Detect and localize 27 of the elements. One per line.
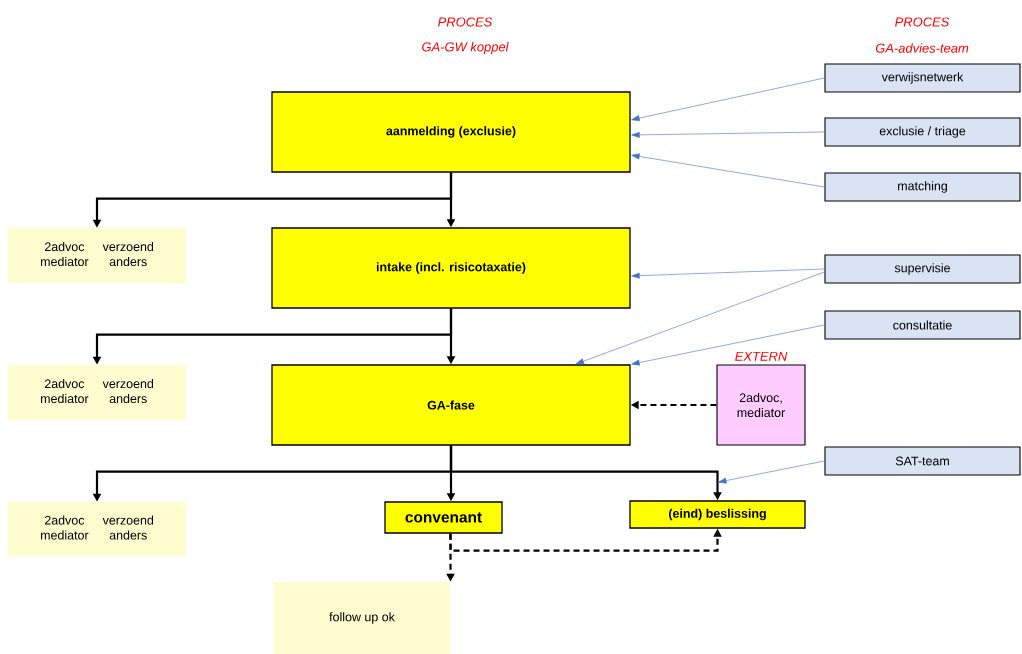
arrow (631, 153, 825, 188)
extern-box: 2advoc, mediator (716, 364, 806, 446)
arrow (631, 324, 825, 366)
process-box: GA-fase (271, 364, 631, 446)
team-box: exclusie / triage (824, 117, 1021, 147)
team-box: consultatie (824, 310, 1021, 340)
arrow (631, 77, 825, 122)
team-box: matching (824, 172, 1021, 202)
option-box: 2advoc verzoend mediator anders (8, 502, 186, 556)
process-box: (eind) beslissing (629, 500, 806, 529)
team-box: supervisie (824, 254, 1021, 284)
option-box: 2advoc verzoend mediator anders (8, 365, 186, 420)
team-box: verwijsnetwerk (824, 63, 1021, 93)
arrow (631, 268, 825, 279)
column-heading: PROCES (438, 17, 493, 27)
arrow (631, 131, 825, 138)
option-box: 2advoc verzoend mediator anders (8, 228, 186, 283)
arrow (575, 271, 825, 365)
process-box: aanmelding (exclusie) (271, 91, 631, 173)
process-box: convenant (384, 501, 503, 534)
outcome-box: follow up ok (274, 582, 450, 654)
column-heading: PROCES (895, 17, 950, 27)
process-box: intake (incl. risicotaxatie) (271, 227, 631, 309)
column-heading: GA-GW koppel (422, 41, 509, 55)
team-box: SAT-team (824, 446, 1021, 476)
extern-label: EXTERN (735, 351, 788, 361)
arrow (718, 460, 825, 484)
